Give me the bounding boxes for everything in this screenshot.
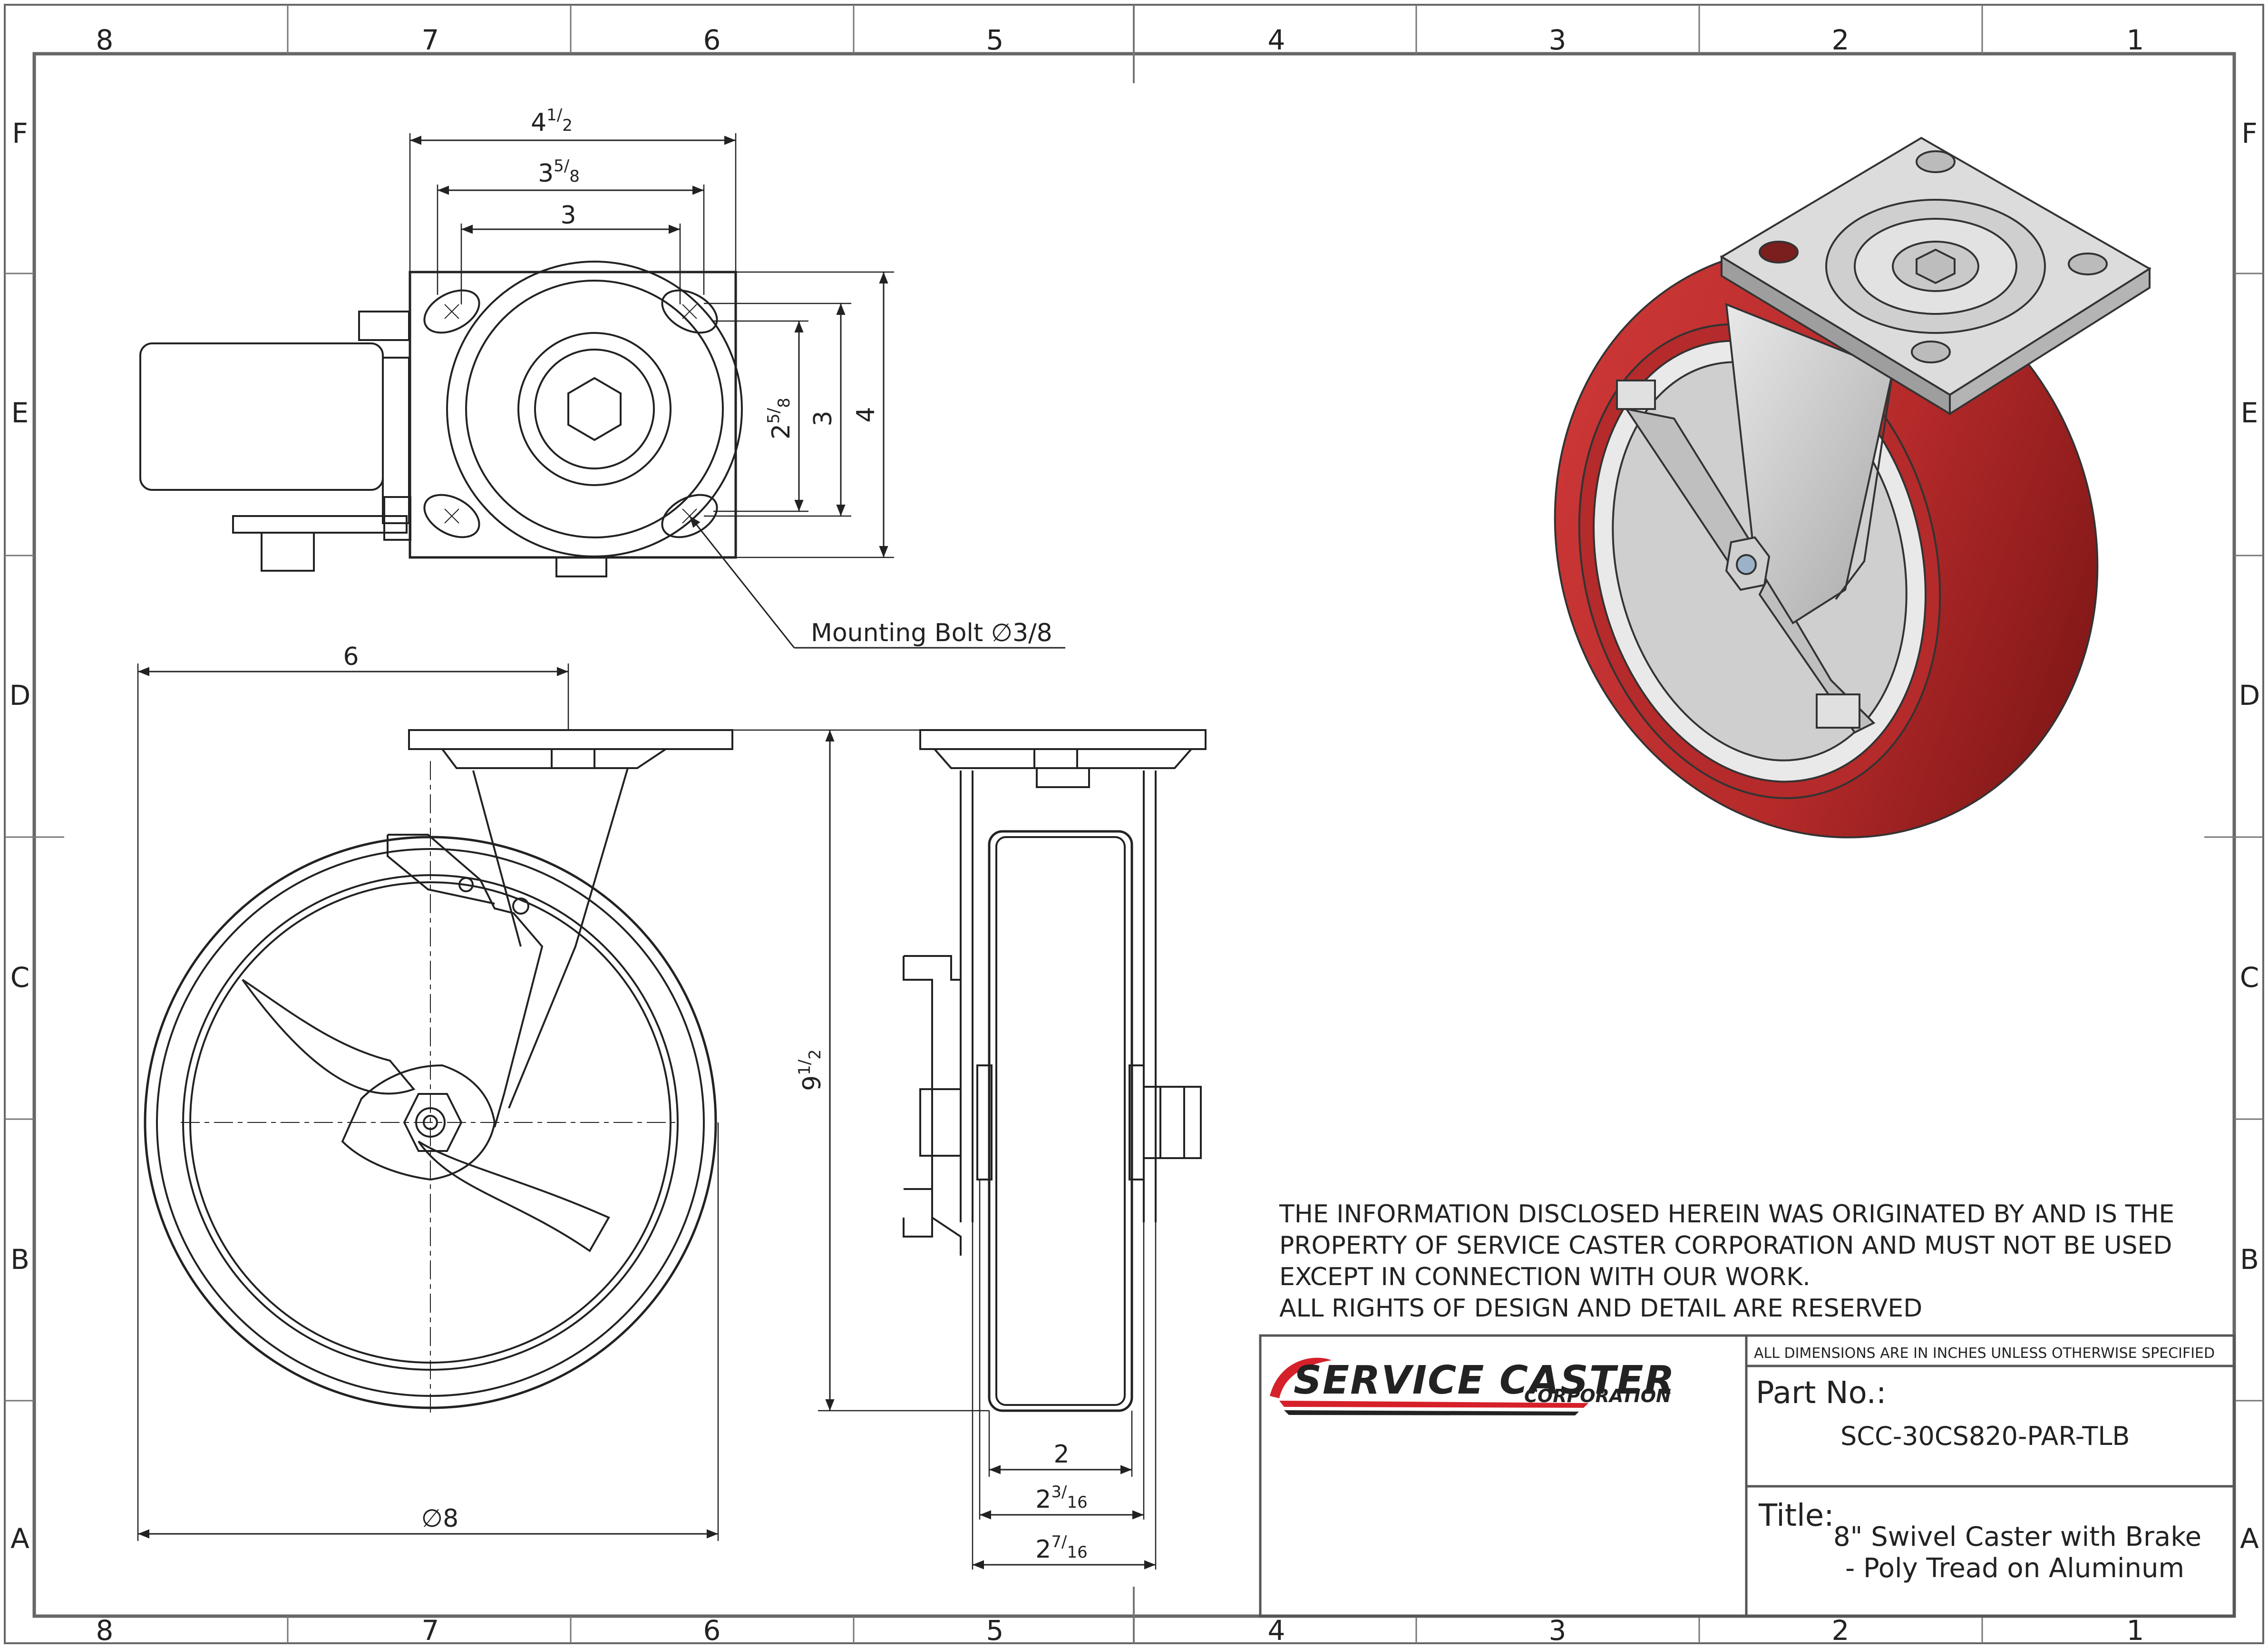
zone-col-bottom-7: 7 (422, 1614, 439, 1647)
zone-col-bottom-4: 4 (1268, 1614, 1285, 1647)
zone-col-top-2: 2 (1832, 24, 1849, 56)
zone-row-left-D: D (10, 679, 31, 712)
zone-row-left-C: C (10, 961, 30, 994)
dim-plate-height: 4 (852, 407, 880, 422)
top-view-dimensions: 41/2 35/8 3 25/8 3 4 Mounting Bolt ∅3/8 (531, 106, 1052, 647)
notice-line-3: EXCEPT IN CONNECTION WITH OUR WORK. (1279, 1263, 1811, 1291)
title-line-1: 8" Swivel Caster with Brake (1833, 1521, 2201, 1552)
zone-col-bottom-8: 8 (96, 1614, 114, 1647)
proprietary-notice: THE INFORMATION DISCLOSED HEREIN WAS ORI… (1279, 1200, 2174, 1323)
dim-tread-width: 2 (1053, 1440, 1069, 1469)
title-block-text: ALL DIMENSIONS ARE IN INCHES UNLESS OTHE… (1754, 1345, 2215, 1584)
zone-row-right-E: E (2241, 397, 2258, 429)
zone-col-top-5: 5 (986, 24, 1004, 56)
side-view-dimensions: 6 ∅8 (343, 643, 458, 1533)
zone-row-left-A: A (10, 1522, 29, 1555)
zone-col-bottom-1: 1 (2127, 1614, 2144, 1647)
dim-wheel-diameter: ∅8 (421, 1504, 458, 1533)
callout-mounting-bolt: Mounting Bolt ∅3/8 (811, 619, 1052, 647)
zone-row-right-F: F (2241, 117, 2257, 149)
zone-col-top-1: 1 (2127, 24, 2144, 56)
zone-col-top-6: 6 (703, 24, 721, 56)
logo-corporation: CORPORATION (1524, 1385, 1671, 1406)
dim-bolt-y: 3 (809, 410, 837, 426)
front-tire (988, 830, 1133, 1412)
zone-row-left-B: B (10, 1243, 29, 1276)
part-number: SCC-30CS820-PAR-TLB (1840, 1421, 2130, 1451)
zone-col-bottom-2: 2 (1832, 1614, 1849, 1647)
front-view-dimensions: 91/2 2 23/16 27/16 (795, 1049, 1088, 1564)
zone-col-top-7: 7 (422, 24, 439, 56)
dim-bolt-x: 3 (560, 201, 576, 230)
mounting-slots (423, 289, 718, 538)
dim-plate-width: 41/2 (531, 106, 573, 137)
title-line-2: - Poly Tread on Aluminum (1845, 1553, 2184, 1584)
part-label: Part No.: (1756, 1375, 1887, 1411)
dimensions-note: ALL DIMENSIONS ARE IN INCHES UNLESS OTHE… (1754, 1345, 2215, 1362)
company-logo: SERVICE CASTER CORPORATION (1270, 1357, 1675, 1415)
zone-col-top-3: 3 (1549, 24, 1567, 56)
notice-line-1: THE INFORMATION DISCLOSED HEREIN WAS ORI… (1279, 1200, 2174, 1229)
dim-slot-vertical: 25/8 (764, 398, 796, 439)
zone-row-right-C: C (2240, 961, 2259, 994)
logo-service-caster: SERVICE CASTER (1294, 1358, 1675, 1403)
side-view (137, 663, 733, 1541)
zone-col-bottom-6: 6 (703, 1614, 721, 1647)
zone-row-left-E: E (11, 397, 29, 429)
zone-col-bottom-5: 5 (986, 1614, 1004, 1647)
zone-col-bottom-3: 3 (1549, 1614, 1567, 1647)
zone-dividers (5, 5, 2263, 1643)
dim-offset: 6 (343, 643, 359, 671)
dim-overall-height: 91/2 (795, 1049, 827, 1091)
front-view (732, 729, 1207, 1570)
isometric-caster-render (1554, 137, 2151, 839)
zone-row-left-F: F (12, 117, 28, 149)
zone-row-right-A: A (2240, 1522, 2259, 1555)
title-label: Title: (1758, 1498, 1834, 1533)
zone-row-right-D: D (2239, 679, 2260, 712)
dim-hub-width: 23/16 (1035, 1482, 1087, 1514)
dim-overall-width: 27/16 (1035, 1532, 1087, 1564)
dim-slot-outer: 35/8 (538, 156, 580, 188)
notice-line-4: ALL RIGHTS OF DESIGN AND DETAIL ARE RESE… (1279, 1294, 1922, 1323)
zone-row-right-B: B (2240, 1243, 2259, 1276)
top-view (139, 133, 1065, 649)
zone-col-top-4: 4 (1268, 24, 1285, 56)
zone-col-top-8: 8 (96, 24, 114, 56)
notice-line-2: PROPERTY OF SERVICE CASTER CORPORATION A… (1279, 1231, 2172, 1260)
zone-labels: 8 7 6 5 4 3 2 1 8 7 6 5 4 3 2 1 F E D C … (10, 24, 2260, 1647)
title-block (1259, 1334, 2236, 1618)
